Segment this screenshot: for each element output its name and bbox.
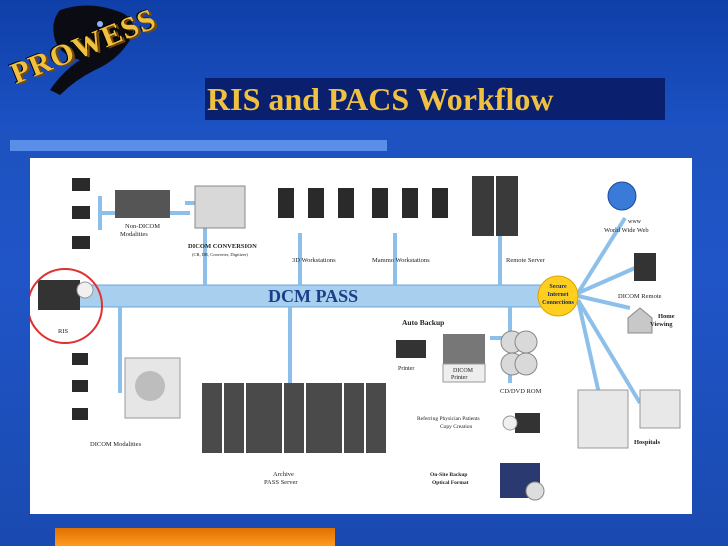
title-underline xyxy=(10,140,387,151)
workflow-diagram: DCM PASS Secure Internet Connections Non… xyxy=(27,158,692,514)
footer-accent-bar xyxy=(55,528,335,546)
printer-icon xyxy=(396,340,426,358)
dicom-conversion-label: DICOM CONVERSION xyxy=(188,243,257,250)
page-title: RIS and PACS Workflow xyxy=(205,78,665,120)
globe-icon xyxy=(607,181,637,211)
secure-label-3: Connections xyxy=(542,300,574,306)
www-label-2: World Wide Web xyxy=(604,227,649,234)
cd-dvd-label: CD/DVD ROM xyxy=(500,388,542,395)
panther-icon xyxy=(50,5,134,96)
physician-icon xyxy=(502,415,518,431)
secure-label-2: Internet xyxy=(548,292,569,298)
non-dicom-label-1: Non-DICOM xyxy=(125,223,160,230)
mammo-workstation-icons xyxy=(372,188,448,218)
3d-workstation-icons xyxy=(278,188,354,218)
non-dicom-machine-icon xyxy=(115,190,170,218)
dicom-modality-monitors xyxy=(72,353,88,420)
disc-icons xyxy=(500,330,538,376)
bus-label: DCM PASS xyxy=(268,286,358,306)
referring-label-2: Copy Creation xyxy=(440,424,472,430)
mammo-label: Mammo Workstations xyxy=(372,257,430,264)
optical-disc-icon xyxy=(525,481,545,501)
remote-server-icon xyxy=(472,176,518,236)
onsite-label-2: Optical Format xyxy=(432,480,469,486)
secure-label-1: Secure xyxy=(549,284,567,290)
dicom-printer-label-2: Printer xyxy=(451,375,467,381)
onsite-label-1: On-Site Backup xyxy=(430,472,467,478)
archive-label-1: Archive xyxy=(273,471,294,478)
referring-workstation-icon xyxy=(515,413,540,433)
non-dicom-monitor-icons xyxy=(72,178,90,249)
dicom-printer-label-1: DICOM xyxy=(453,368,474,374)
prowess-logo: PROWESS xyxy=(0,0,170,125)
dicom-conversion-icon xyxy=(194,185,246,229)
diagram-canvas: DCM PASS Secure Internet Connections Non… xyxy=(27,176,681,501)
3d-workstations-label: 3D Workstations xyxy=(292,257,336,264)
printer-label: Printer xyxy=(398,366,414,372)
house-icon xyxy=(627,307,653,334)
secure-connection-icon xyxy=(537,275,579,317)
dicom-printer-icon xyxy=(443,334,485,364)
dicom-remote-label: DICOM Remote xyxy=(618,293,662,300)
home-label-1: Home xyxy=(658,313,675,320)
hospitals-label: Hospitals xyxy=(634,439,660,446)
www-label-1: www xyxy=(628,219,642,225)
ris-label: RIS xyxy=(58,328,69,335)
dicom-modalities-label: DICOM Modalities xyxy=(90,441,142,448)
ris-workstation-icon xyxy=(38,280,80,310)
dicom-conversion-sub: (CR, DR, Converter, Digitizer) xyxy=(192,252,248,258)
referring-label-1: Referring Physician Patients xyxy=(417,415,480,422)
home-label-2: Viewing xyxy=(650,321,673,328)
hospital-building-icon-2 xyxy=(639,389,681,429)
archive-label-2: PASS Server xyxy=(264,479,298,486)
remote-server-label: Remote Server xyxy=(506,257,546,264)
non-dicom-label-2: Modalities xyxy=(120,231,148,238)
dicom-remote-icon xyxy=(634,253,656,281)
auto-backup-label: Auto Backup xyxy=(402,318,444,327)
user-icon xyxy=(76,281,94,299)
ct-gantry-icon xyxy=(135,371,165,401)
hospital-building-icon xyxy=(577,389,629,449)
archive-server-icons xyxy=(202,383,386,453)
dicom-printer-label-box xyxy=(442,363,486,383)
